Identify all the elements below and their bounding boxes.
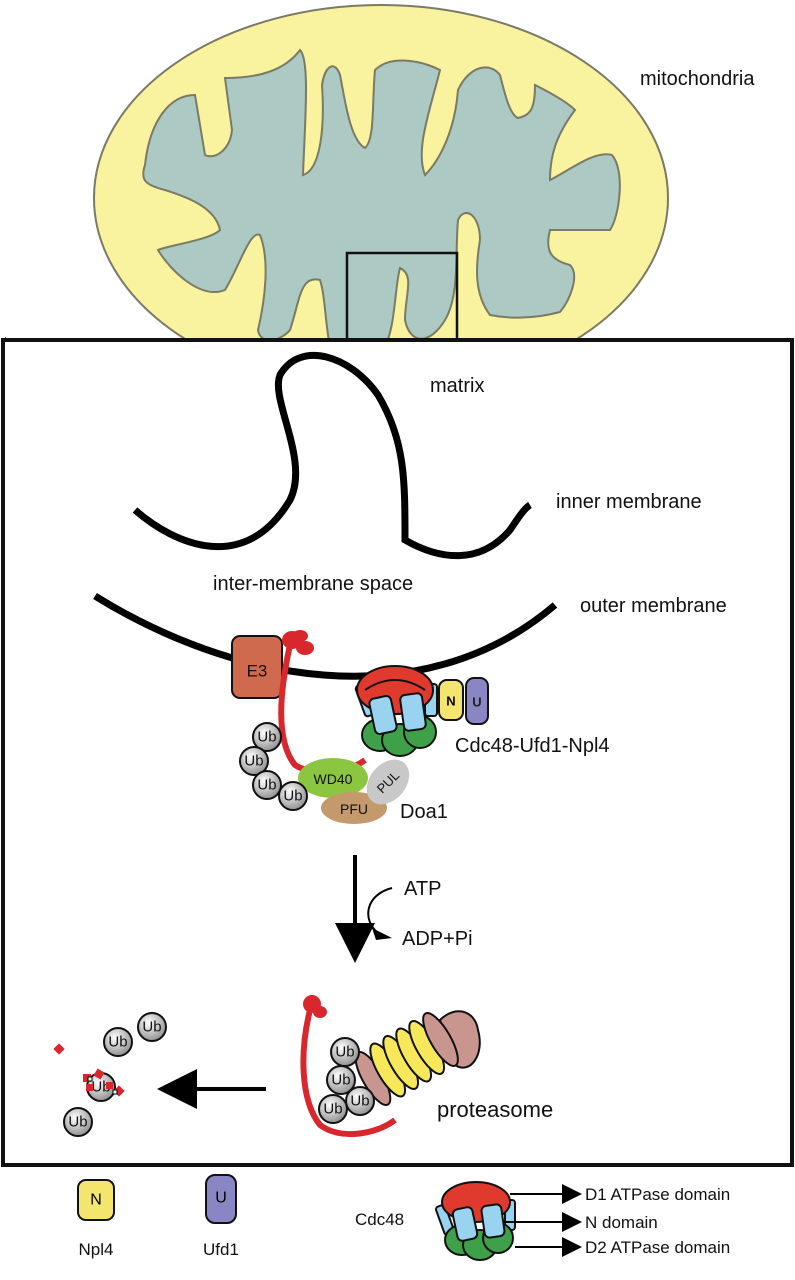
legend-npl4-icon [77,1179,115,1221]
ubiquitin: Ub [103,1027,133,1057]
label-npl4-short: N [446,694,455,709]
ubiquitin: Ub [318,1094,348,1124]
legend-cdc48-label: Cdc48 [355,1210,404,1229]
ubiquitin: Ub [86,1072,116,1102]
proteasome-substrate-chain [300,1009,397,1138]
ubiquitin: Ub [278,781,308,811]
ubiquitin: Ub [252,770,282,800]
proteasome-substrate-head [303,995,327,1018]
proteasome [354,1010,481,1106]
released-products: Ub Ub Ub Ub [53,1012,167,1137]
label-inter-membrane-space: inter-membrane space [213,573,413,595]
legend-ufd1-label: Ufd1 [203,1240,239,1259]
legend-d2-label: D2 ATPase domain [585,1238,730,1257]
legend-npl4-label: Npl4 [79,1240,114,1259]
label-doa1: Doa1 [400,801,448,823]
ubiquitin: Ub [137,1012,167,1042]
svg-text:Ub: Ub [91,1079,110,1096]
ubiquitin: Ub [330,1037,360,1067]
label-atp: ATP [404,878,441,900]
ubiquitin: Ub [345,1086,375,1116]
svg-text:Ub: Ub [257,777,276,794]
pul-domain [366,759,410,805]
legend-cdc48-icon [435,1181,516,1261]
svg-text:Ub: Ub [68,1114,87,1131]
svg-text:Ub: Ub [335,1044,354,1061]
label-inner-membrane: inner membrane [556,491,702,513]
legend-d1-label: D1 ATPase domain [585,1185,730,1204]
label-proteasome: proteasome [437,1097,553,1122]
pfu-domain [321,792,387,824]
atp-arrowhead [372,928,392,940]
substrate-folded-head [282,630,314,655]
ubiquitin: Ub [63,1107,93,1137]
label-pfu: PFU [340,801,368,817]
svg-text:Ub: Ub [283,788,302,805]
atp-hydrolysis-arc [367,887,393,934]
npl4 [438,679,464,721]
mitochondrion-cristae [142,48,621,352]
svg-text:Ub: Ub [331,1072,350,1089]
label-e3: E3 [247,662,268,681]
peptide-fragments [53,1043,125,1097]
label-complex: Cdc48-Ufd1-Npl4 [455,735,610,757]
wd40-domain [298,758,368,798]
legend-ufd1-icon [205,1174,237,1224]
ubiquitin-chain-proteasome: Ub Ub Ub Ub [318,1037,375,1124]
label-ufd1-short: U [472,695,481,710]
legend: N Npl4 U Ufd1 Cdc48 D1 ATPase domain N d… [77,1174,730,1261]
label-adp: ADP+Pi [402,928,473,950]
ufd1 [465,677,489,725]
cdc48-hexamer [354,665,438,757]
svg-text:Ub: Ub [108,1034,127,1051]
mitochondrion [93,4,669,410]
ubiquitin-chain-upper: Ub Ub Ub Ub [239,722,308,811]
svg-text:Ub: Ub [142,1019,161,1036]
ubiquitin: Ub [239,746,269,776]
label-wd40: WD40 [314,771,353,787]
svg-text:Ub: Ub [350,1093,369,1110]
label-outer-membrane: outer membrane [580,595,727,617]
legend-n-label: N domain [585,1213,658,1232]
label-mitochondria: mitochondria [640,68,755,90]
legend-ufd1-letter: U [215,1190,227,1207]
svg-text:Ub: Ub [323,1101,342,1118]
legend-npl4-letter: N [90,1192,102,1209]
label-matrix: matrix [430,375,484,397]
e3-ligase [231,635,283,699]
inner-membrane-line [132,351,532,560]
ubiquitin: Ub [252,722,282,752]
ubiquitin: Ub [326,1065,356,1095]
svg-text:Ub: Ub [244,753,263,770]
outer-membrane-line [93,593,558,680]
svg-text:Ub: Ub [257,729,276,746]
